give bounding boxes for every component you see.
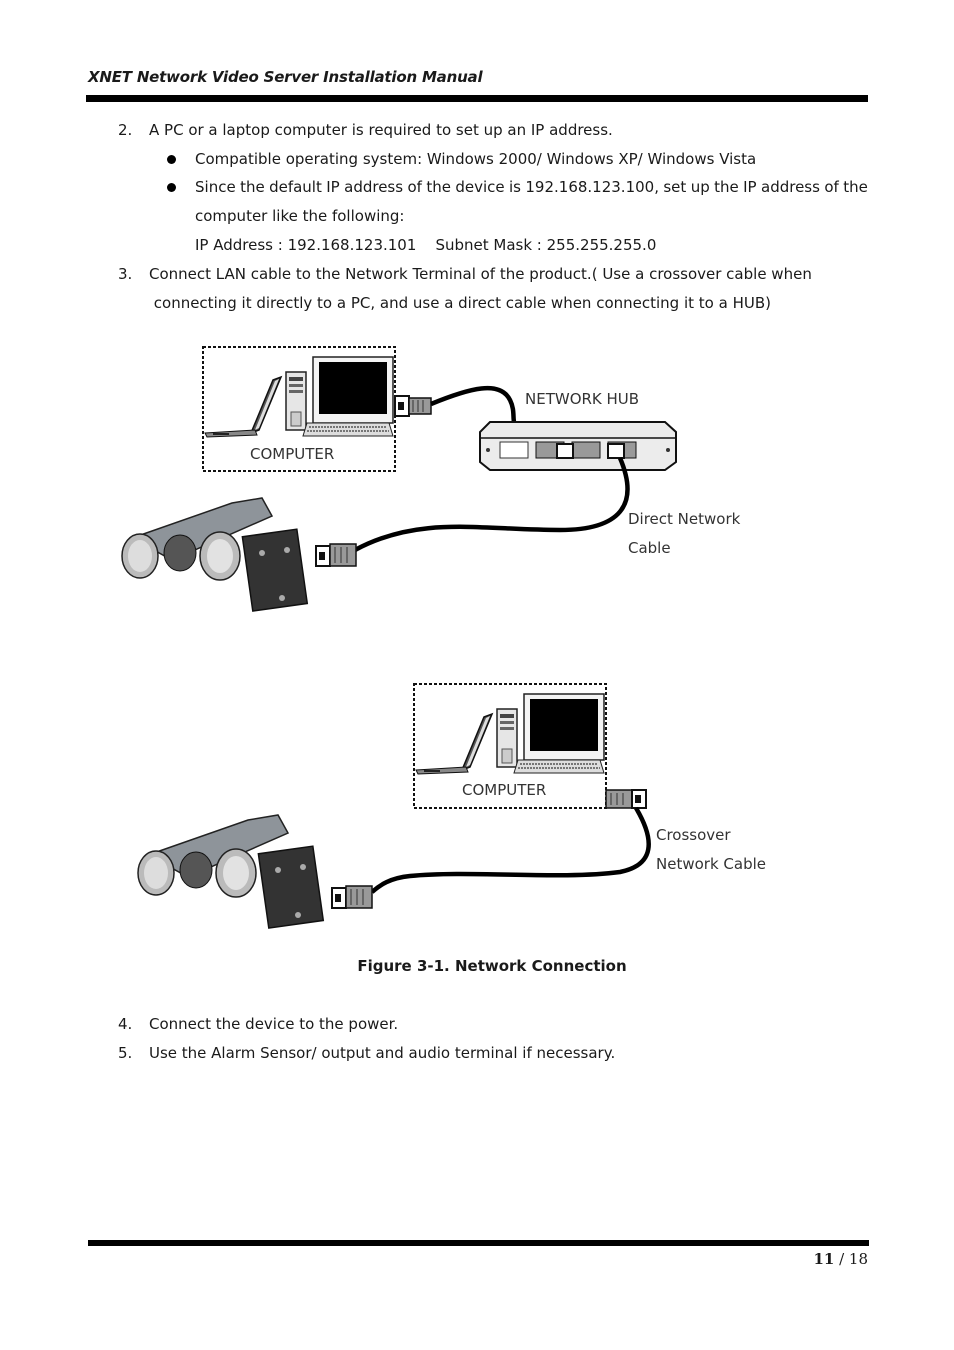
network-hub-icon bbox=[479, 421, 677, 471]
justified-word: IP bbox=[326, 178, 340, 196]
step-3: 3. Connect LAN cable to the Network Term… bbox=[118, 260, 812, 312]
justified-word: of bbox=[824, 178, 839, 196]
page-separator: / bbox=[834, 1250, 849, 1268]
desktop-tower-icon bbox=[285, 371, 307, 431]
computer-label: COMPUTER bbox=[462, 781, 547, 799]
footer-rule bbox=[88, 1240, 869, 1246]
network-diagram-hub bbox=[121, 346, 677, 612]
justified-word: address bbox=[344, 178, 404, 196]
justified-word: of bbox=[407, 178, 422, 196]
page-number: 11 / 18 bbox=[813, 1250, 868, 1268]
step-text-line-2: connecting it directly to a PC, and use … bbox=[149, 294, 771, 312]
network-diagram-crossover bbox=[137, 683, 651, 929]
page-current: 11 bbox=[813, 1250, 835, 1268]
figure-caption: Figure 3-1. Network Connection bbox=[357, 957, 627, 975]
justified-word: address bbox=[761, 178, 820, 196]
step-text: Use the Alarm Sensor/ output and audio t… bbox=[149, 1044, 616, 1062]
step-number: 5. bbox=[118, 1044, 133, 1062]
cable-label-line-2: Network Cable bbox=[656, 855, 766, 873]
bullet-icon bbox=[167, 183, 176, 192]
step-text: Connect the device to the power. bbox=[149, 1015, 399, 1033]
rj45-plug-icon bbox=[315, 543, 357, 567]
justified-word: default bbox=[269, 178, 322, 196]
justified-word: device bbox=[455, 178, 505, 196]
cable-label-line-1: Direct Network bbox=[628, 510, 741, 528]
keyboard-icon bbox=[302, 422, 394, 437]
monitor-icon bbox=[523, 693, 605, 771]
computer-label: COMPUTER bbox=[250, 445, 335, 463]
justified-word: 192.168.123.100, bbox=[525, 178, 659, 196]
justified-word: up bbox=[690, 178, 710, 196]
keyboard-icon bbox=[513, 759, 605, 774]
page-header-title: XNET Network Video Server Installation M… bbox=[88, 68, 483, 86]
justified-word: is bbox=[509, 178, 521, 196]
bullet-line-3: IP Address : 192.168.123.101 Subnet Mask… bbox=[195, 236, 657, 254]
ir-camera-icon bbox=[121, 497, 309, 612]
step-text: A PC or a laptop computer is required to… bbox=[149, 121, 613, 139]
network-cable bbox=[370, 806, 651, 894]
cable-label-line-1: Crossover bbox=[656, 826, 731, 844]
step-number: 2. bbox=[118, 121, 133, 139]
step-5: 5. Use the Alarm Sensor/ output and audi… bbox=[118, 1039, 615, 1068]
justified-word: the bbox=[240, 178, 265, 196]
step-number: 3. bbox=[118, 265, 133, 283]
step-2: 2. A PC or a laptop computer is required… bbox=[118, 116, 613, 145]
bullet-icon bbox=[167, 155, 176, 164]
network-hub-label: NETWORK HUB bbox=[525, 390, 640, 408]
laptop-icon bbox=[204, 375, 283, 438]
cable-label-line-2: Cable bbox=[628, 539, 671, 557]
ir-camera-icon bbox=[137, 814, 325, 929]
justified-word: the bbox=[426, 178, 451, 196]
step-4: 4. Connect the device to the power. bbox=[118, 1010, 398, 1039]
step-number: 4. bbox=[118, 1015, 133, 1033]
computer-group-box bbox=[413, 683, 607, 809]
header-rule bbox=[86, 95, 868, 102]
step-2-bullet-1: Compatible operating system: Windows 200… bbox=[195, 150, 757, 168]
step-text-line-1: Connect LAN cable to the Network Termina… bbox=[149, 265, 812, 283]
monitor-icon bbox=[312, 356, 394, 434]
justified-word: set bbox=[663, 178, 687, 196]
justified-word: IP bbox=[743, 178, 757, 196]
rj45-plug-icon bbox=[331, 885, 373, 909]
bullet-line-2: computer like the following: bbox=[195, 207, 405, 225]
justified-word: Since bbox=[195, 178, 236, 196]
justified-word: the bbox=[714, 178, 739, 196]
page-total: 18 bbox=[848, 1250, 868, 1268]
rj45-plug-icon bbox=[394, 395, 432, 417]
computer-group-box bbox=[202, 346, 396, 472]
laptop-icon bbox=[415, 712, 494, 775]
rj45-plug-icon bbox=[605, 789, 647, 809]
network-cable bbox=[353, 457, 630, 552]
desktop-tower-icon bbox=[496, 708, 518, 768]
justified-word: the bbox=[843, 178, 868, 196]
